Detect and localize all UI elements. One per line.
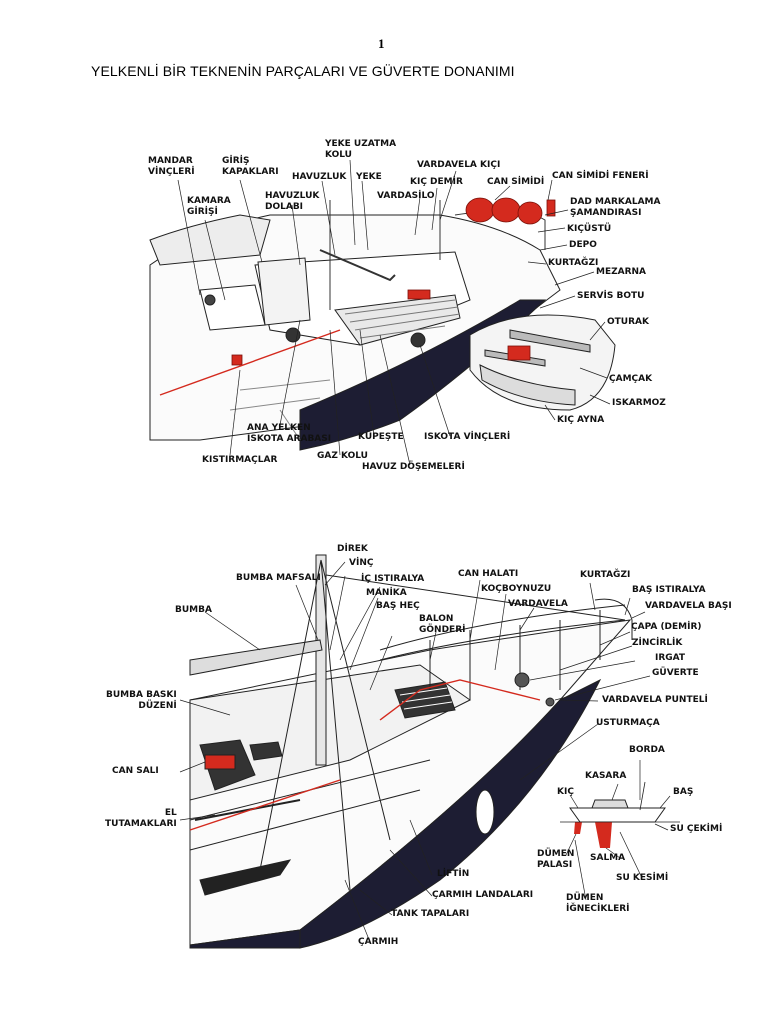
label-havuz-dosemeleri: HAVUZ DÖŞEMELERİ — [362, 462, 465, 472]
label-dumen-ignecikleri: DÜMEN İĞNECİKLERİ — [566, 893, 630, 914]
label-carmih-landalari: ÇARMIH LANDALARI — [432, 890, 534, 900]
label-salma: SALMA — [590, 853, 626, 863]
label-carmih: ÇARMIH — [358, 937, 399, 947]
label-bas: BAŞ — [673, 787, 694, 797]
page-title: YELKENLİ BİR TEKNENİN PARÇALARI VE GÜVER… — [91, 63, 515, 79]
label-yeke-uzatma-kolu: YEKE UZATMA KOLU — [325, 139, 397, 160]
label-vardavela-kici: VARDAVELA KIÇI — [417, 160, 501, 170]
label-zincirlik: ZİNCİRLİK — [632, 638, 683, 648]
label-can-simidi: CAN SİMİDİ — [487, 177, 545, 187]
label-tank-tapalari: TANK TAPALARI — [391, 909, 470, 919]
label-liftin: LİFTİN — [437, 869, 470, 879]
label-can-halati: CAN HALATI — [458, 569, 519, 579]
label-bumba-mafsali: BUMBA MAFSALI — [236, 573, 321, 583]
label-oturak: OTURAK — [607, 317, 649, 327]
label-dad-markalama: DAD MARKALAMA ŞAMANDIRASI — [570, 197, 661, 218]
label-kicustu: KIÇÜSTÜ — [567, 224, 612, 234]
label-el-tutamaklari: EL TUTAMAKLARI — [105, 808, 177, 829]
label-usturmaca: USTURMAÇA — [596, 718, 660, 728]
label-ana-yelken-iskota: ANA YELKEN ISKOTA ARABASI — [247, 423, 332, 444]
label-iskarmoz: ISKARMOZ — [612, 398, 666, 408]
label-direk: DİREK — [337, 544, 368, 554]
label-bumba-baski-duzeni: BUMBA BASKI DÜZENİ — [106, 690, 177, 711]
label-su-kesimi: SU KESİMİ — [616, 873, 669, 883]
label-iskota-vincleri: ISKOTA VİNÇLERİ — [424, 432, 511, 442]
label-kamara-girisi: KAMARA GİRİŞİ — [187, 196, 231, 217]
label-kistirmaclar: KISTIRMAÇLAR — [202, 455, 278, 465]
label-vardasilo: VARDASİLO — [377, 191, 435, 201]
label-kasara: KASARA — [585, 771, 627, 781]
label-yeke: YEKE — [356, 172, 382, 182]
label-vinc: VİNÇ — [349, 558, 374, 568]
label-kurtagzi-top: KURTAĞZI — [548, 258, 599, 268]
label-kupeste: KÜPEŞTE — [358, 432, 404, 442]
label-bas-hec: BAŞ HEÇ — [376, 601, 420, 611]
label-mezarna: MEZARNA — [596, 267, 647, 277]
label-kic: KIÇ — [557, 787, 574, 797]
label-capa-demir: ÇAPA (DEMİR) — [631, 622, 702, 632]
label-kic-ayna: KIÇ AYNA — [557, 415, 605, 425]
label-borda: BORDA — [629, 745, 665, 755]
label-vardavela-punteli: VARDAVELA PUNTELİ — [602, 695, 708, 705]
label-can-sali: CAN SALI — [112, 766, 159, 776]
label-kocboynuzu: KOÇBOYNUZU — [481, 584, 552, 594]
label-ic-istiralya: İÇ ISTIRALYA — [361, 574, 425, 584]
label-havuzluk: HAVUZLUK — [292, 172, 347, 182]
label-giris-kapaklari: GİRİŞ KAPAKLARI — [222, 156, 279, 177]
label-vardavela-basi: VARDAVELA BAŞI — [645, 601, 732, 611]
label-bumba: BUMBA — [175, 605, 212, 615]
label-dumen-palasi: DÜMEN PALASI — [537, 849, 575, 870]
label-manika: MANİKA — [366, 588, 407, 598]
label-bas-istiralya: BAŞ ISTIRALYA — [632, 585, 706, 595]
label-camcak: ÇAMÇAK — [609, 374, 653, 384]
label-balon-gonderi: BALON GÖNDERİ — [419, 614, 466, 635]
page-number: 1 — [378, 36, 385, 51]
label-vardavela: VARDAVELA — [508, 599, 568, 609]
label-servis-botu: SERVİS BOTU — [577, 291, 645, 301]
label-kic-demir: KIÇ DEMİR — [410, 177, 463, 187]
label-irgat: IRGAT — [655, 653, 686, 663]
label-kurtagzi-bottom: KURTAĞZI — [580, 570, 631, 580]
label-depo: DEPO — [569, 240, 597, 250]
label-havuzluk-dolabi: HAVUZLUK DOLABI — [265, 191, 320, 212]
label-su-cekimi: SU ÇEKİMİ — [670, 824, 723, 834]
label-gaz-kolu: GAZ KOLU — [317, 451, 368, 461]
label-mandar-vincleri: MANDAR VİNÇLERİ — [148, 156, 195, 177]
label-guverte: GÜVERTE — [652, 668, 699, 678]
label-can-simidi-feneri: CAN SİMİDİ FENERİ — [552, 171, 649, 181]
